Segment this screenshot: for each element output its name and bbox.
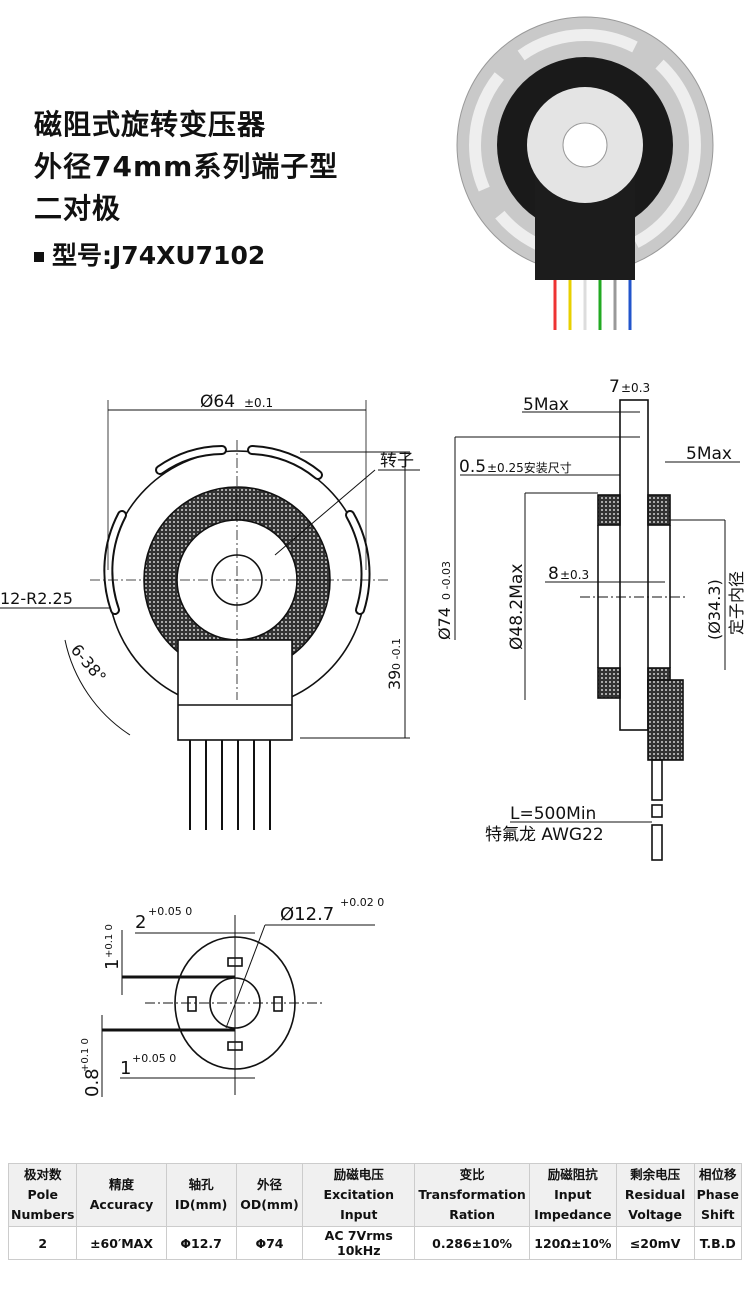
- product-title-line3: 二对极: [34, 192, 122, 225]
- width-tolerance: ±0.3: [621, 381, 650, 395]
- depth-dimension: 8: [548, 564, 559, 584]
- key2-width-dimension: 1: [120, 1058, 131, 1079]
- mount-dimension: 0.5: [459, 457, 486, 477]
- product-photo: [456, 16, 714, 330]
- rotor-label: 转子: [380, 451, 414, 471]
- od74-dimension: Ø74: [435, 607, 454, 640]
- bore-tolerance: +0.02 0: [340, 896, 384, 909]
- width-dimension: 7: [609, 377, 620, 397]
- d48-dimension: Ø48.2Max: [507, 564, 527, 650]
- drawings: Ø64 ±0.1 转子 12-R2.25 6-38° 39 0 -0.1 7 ±…: [0, 16, 746, 1097]
- cell-impedance: 120Ω±10%: [529, 1226, 617, 1260]
- od-dimension: Ø64: [200, 392, 235, 412]
- product-title-line2: 外径74mm系列端子型: [34, 150, 339, 183]
- table-row: 2 ±60′MAX Φ12.7 Φ74 AC 7Vrms 10kHz 0.286…: [7, 1226, 743, 1260]
- key-width-tolerance: +0.05 0: [148, 905, 192, 918]
- height-tolerance: 0 -0.1: [390, 638, 403, 670]
- key-width-dimension: 2: [135, 912, 146, 933]
- cell-id: Φ12.7: [165, 1226, 237, 1260]
- od74-tolerance: 0 -0.03: [440, 561, 453, 600]
- bore-dimension: Ø12.7: [280, 904, 334, 925]
- bullet-icon: [34, 252, 44, 262]
- model-number: 型号:J74XU7102: [34, 236, 265, 272]
- side-view-drawing: [454, 399, 740, 861]
- key2-width-tolerance: +0.05 0: [132, 1052, 176, 1065]
- mount-tolerance: ±0.25安装尺寸: [487, 460, 572, 475]
- model-text: 型号:J74XU7102: [52, 241, 266, 270]
- key-height-dimension: 1: [102, 959, 123, 970]
- height-dimension: 39: [385, 670, 404, 690]
- cell-accuracy: ±60′MAX: [76, 1226, 167, 1260]
- lead-length-label: L=500Min: [510, 804, 596, 824]
- key2-height-dimension: 0.8: [82, 1068, 103, 1097]
- cell-phase: T.B.D: [693, 1226, 743, 1260]
- cell-residual: ≤20mV: [615, 1226, 695, 1260]
- key2-height-tolerance: +0.1 0: [80, 1038, 91, 1072]
- depth-tolerance: ±0.3: [560, 568, 589, 582]
- max-left-label: 5Max: [523, 395, 569, 415]
- front-view-drawing: [0, 400, 420, 830]
- radius-label: 12-R2.25: [0, 589, 73, 608]
- product-title-line1: 磁阻式旋转变压器: [34, 108, 267, 141]
- stator-id-dimension: (Ø34.3): [705, 579, 724, 640]
- lead-type-label: 特氟龙 AWG22: [485, 825, 604, 845]
- max-right-label: 5Max: [686, 444, 732, 464]
- cell-excitation: AC 7Vrms 10kHz: [302, 1226, 416, 1260]
- angle-label: 6-38°: [67, 640, 110, 686]
- stator-id-caption: 定子内径: [727, 571, 746, 635]
- od-tolerance: ±0.1: [244, 396, 273, 410]
- cell-pole: 2: [7, 1226, 78, 1260]
- cell-ratio: 0.286±10%: [414, 1226, 530, 1260]
- cell-od: Φ74: [235, 1226, 304, 1260]
- detail-view-drawing: [101, 915, 375, 1097]
- key-height-tolerance: +0.1 0: [104, 924, 115, 958]
